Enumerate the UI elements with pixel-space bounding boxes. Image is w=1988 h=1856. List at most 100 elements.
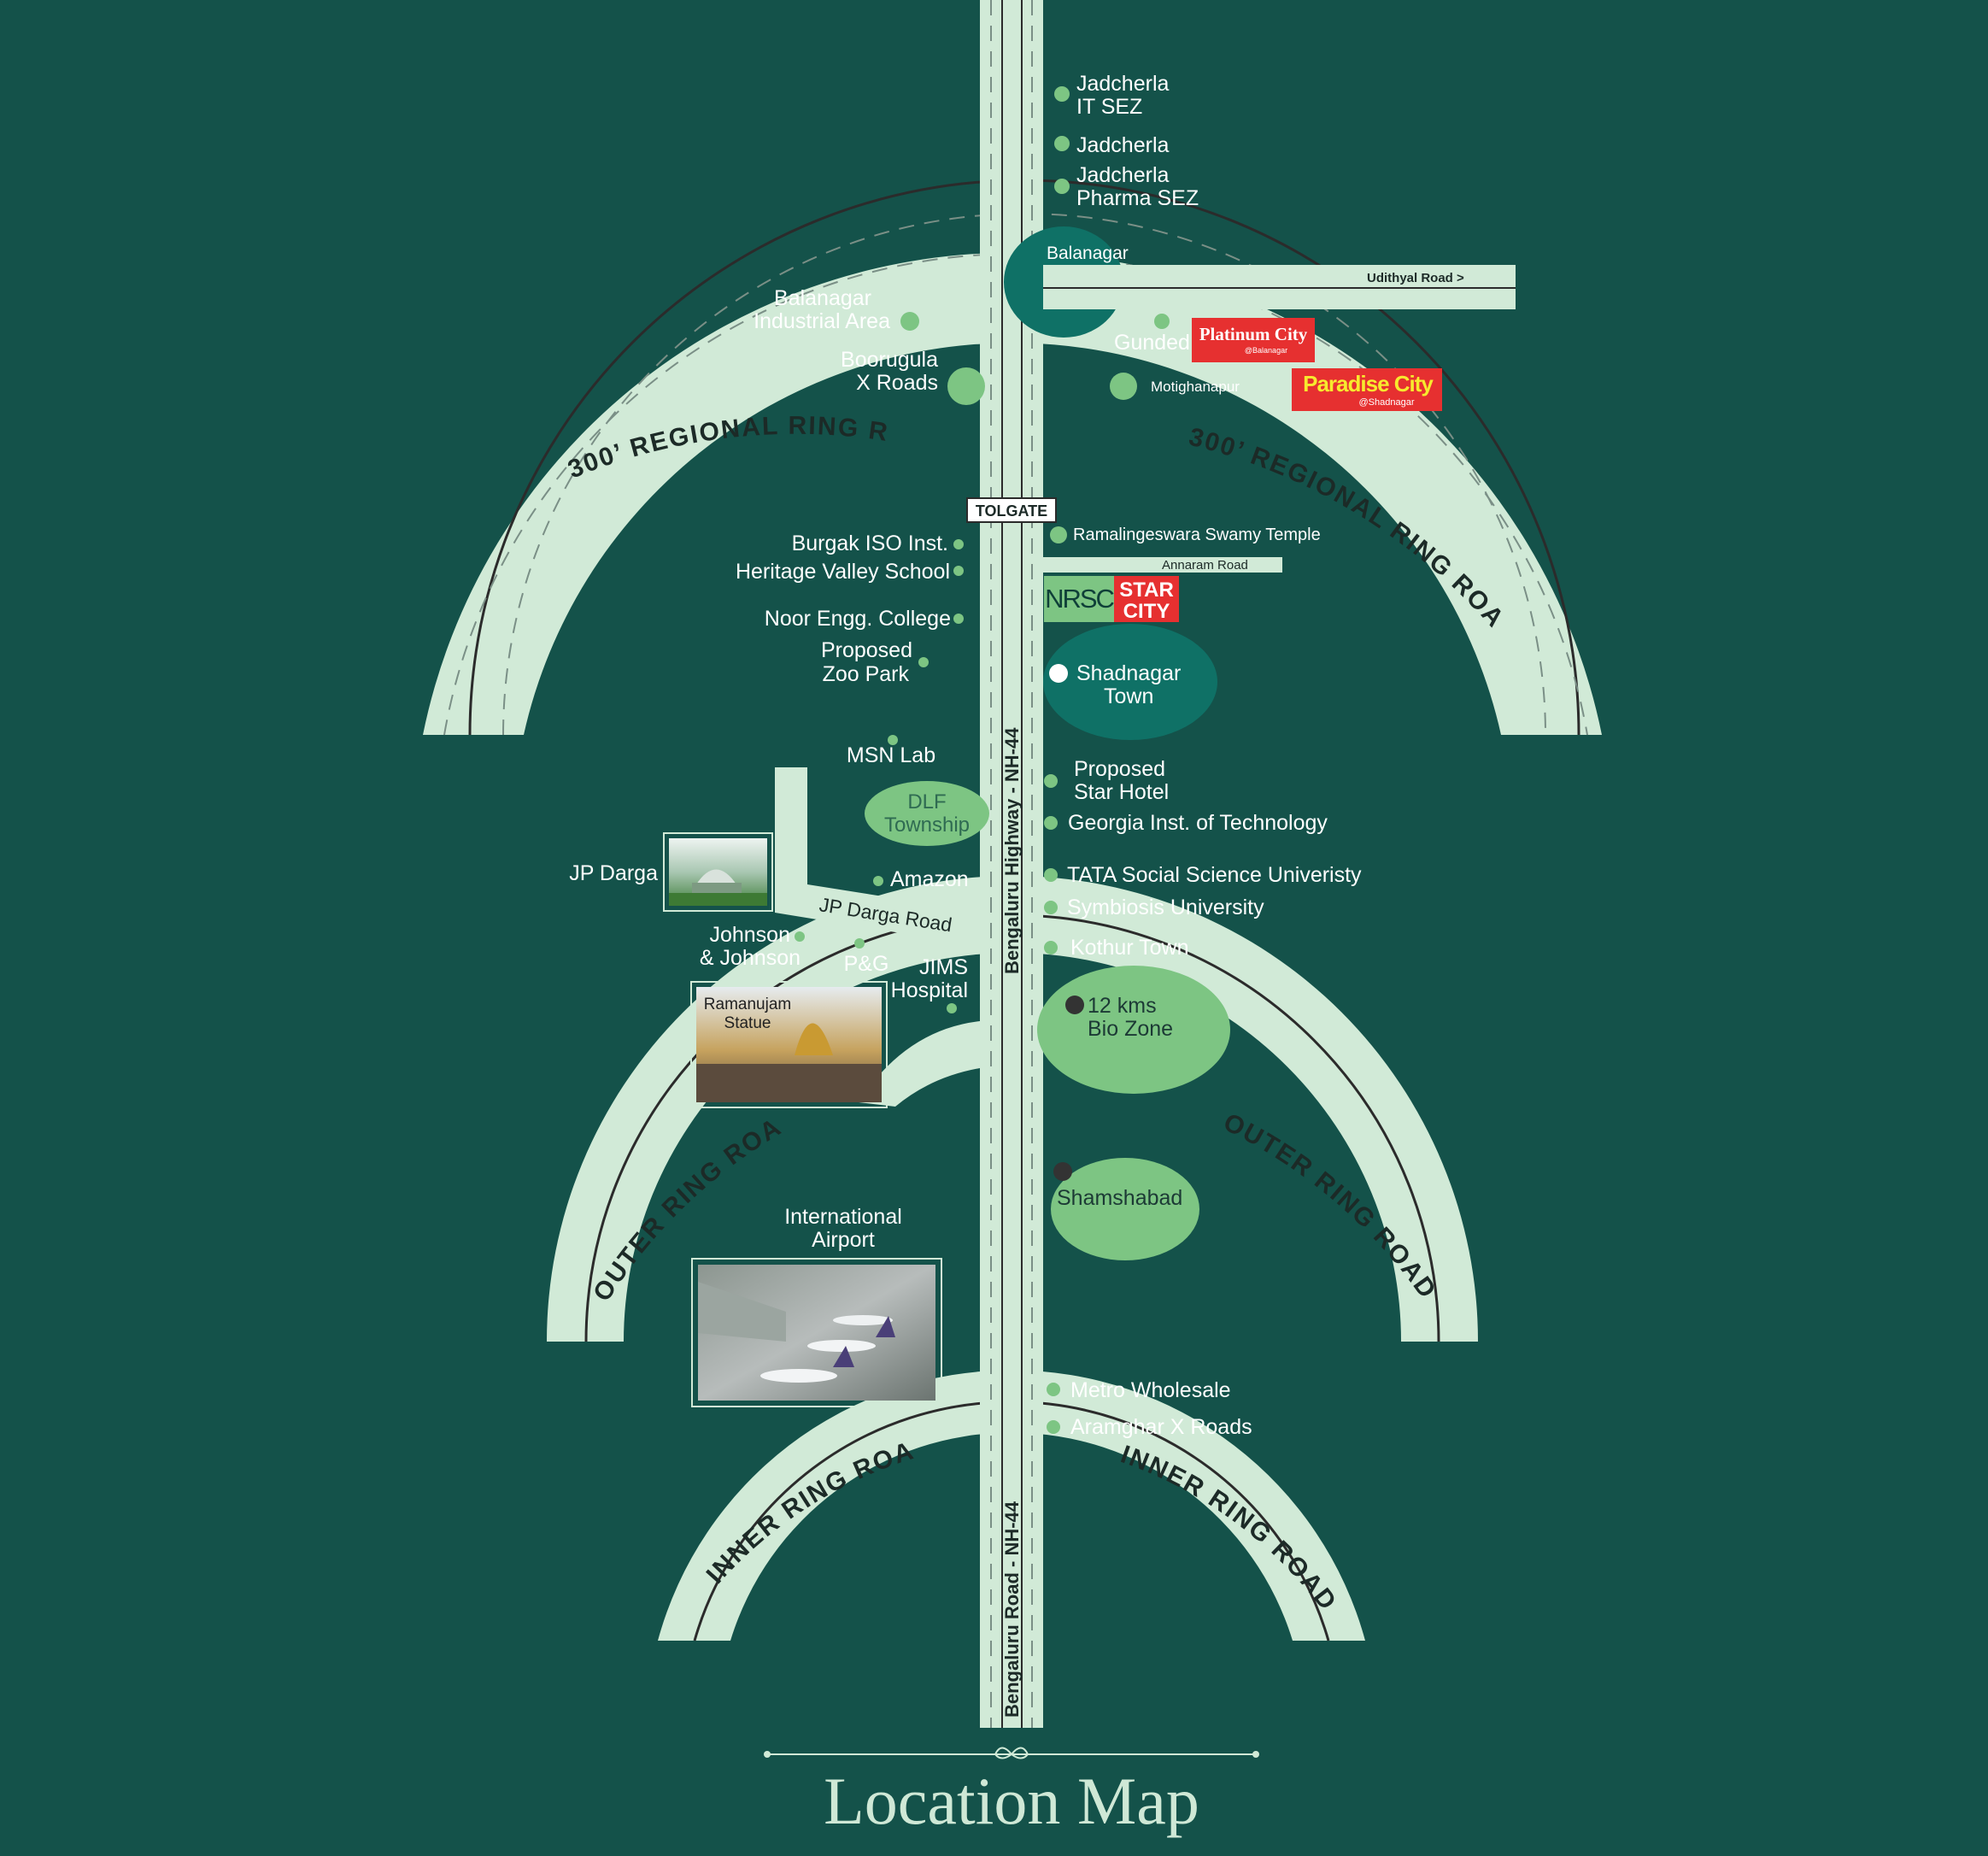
ramanujam-label-2: Statue — [724, 1014, 771, 1032]
pin-dot-icon — [854, 938, 865, 949]
pin-dot-icon — [1044, 868, 1058, 882]
annaram-road — [1043, 557, 1282, 573]
zoo-park-label-1: Proposed — [821, 638, 912, 662]
star-hotel-label-1: Proposed — [1074, 757, 1165, 781]
msn-lab-label: MSN Lab — [847, 743, 935, 767]
pin-dot-icon — [953, 566, 964, 576]
johnson-label-1: Johnson — [709, 923, 790, 947]
tolgate-label: TOLGATE — [976, 502, 1047, 520]
ramanujam-photo: Ramanujam Statue — [690, 981, 888, 1108]
pin-dot-icon — [1044, 941, 1058, 954]
pin-dot-icon — [1054, 136, 1070, 151]
pin-dot-icon — [947, 1003, 957, 1013]
pin-dot-icon — [1110, 373, 1137, 400]
paradise-city-name: Paradise City — [1303, 371, 1434, 396]
dlf-label-2: Township — [884, 813, 970, 837]
pin-dot-icon — [947, 367, 985, 405]
jp-darga-label: JP Darga — [569, 861, 658, 885]
amazon-label: Amazon — [890, 867, 969, 891]
johnson-label-2: & Johnson — [700, 946, 800, 970]
pin-dot-icon — [1054, 86, 1070, 102]
shamshabad-zone — [1051, 1158, 1199, 1260]
balanagar-label: Balanagar — [1047, 244, 1129, 263]
jadcherla-pharma-label-2: Pharma SEZ — [1076, 186, 1199, 210]
shadnagar-zone — [1043, 624, 1217, 740]
aramghar-label: Aramghar X Roads — [1070, 1415, 1252, 1439]
pin-dot-icon — [918, 657, 929, 667]
pin-dot-icon — [795, 931, 805, 942]
jims-label-1: JIMS — [919, 955, 968, 979]
bio-zone-label-1: 12 kms — [1088, 994, 1157, 1018]
annaram-road-label: Annaram Road — [1162, 558, 1248, 573]
zoo-park-label-2: Zoo Park — [823, 662, 910, 686]
pin-dot-icon — [1054, 179, 1070, 194]
nrsc-name: NRSC — [1045, 584, 1114, 614]
pin-dot-icon — [1047, 1420, 1060, 1434]
ramanujam-label-1: Ramanujam — [704, 996, 791, 1013]
pin-dot-icon — [873, 876, 883, 886]
platinum-city-sub: @Balanagar — [1245, 346, 1287, 355]
jadcherla-it-sez-label-1: Jadcherla — [1076, 72, 1169, 96]
boorugula-label-1: Boorugula — [841, 348, 938, 372]
jims-label-2: Hospital — [891, 978, 968, 1002]
udithyal-road-label: Udithyal Road > — [1367, 271, 1464, 285]
bio-zone-label-2: Bio Zone — [1088, 1017, 1173, 1041]
pin-dot-icon — [953, 614, 964, 624]
pin-dot-icon — [1044, 901, 1058, 914]
balanagar-industrial-label-2: Industrial Area — [754, 309, 890, 333]
airport-label-1: International — [784, 1205, 902, 1229]
pg-label: P&G — [844, 952, 889, 976]
jp-darga-photo — [663, 832, 773, 912]
pin-dot-icon — [1049, 664, 1068, 683]
balanagar-industrial-label-1: Balanagar — [774, 286, 871, 310]
tolgate-box — [966, 497, 1057, 523]
metro-label: Metro Wholesale — [1070, 1378, 1231, 1402]
burgak-label: Burgak ISO Inst. — [792, 532, 948, 555]
pin-dot-icon — [888, 735, 898, 745]
airport-photo — [691, 1258, 942, 1407]
tata-label: TATA Social Science Univeristy — [1067, 863, 1362, 887]
pin-dot-icon — [900, 312, 919, 331]
dlf-zone — [865, 781, 989, 846]
boorugula-label-2: X Roads — [856, 371, 938, 395]
gunded-label: Gunded — [1114, 331, 1190, 355]
platinum-city-name: Platinum City — [1199, 324, 1308, 344]
place-markers — [795, 86, 1170, 1434]
dlf-label-1: DLF — [907, 790, 946, 813]
pin-dot-icon — [1044, 816, 1058, 830]
jp-darga-road — [775, 767, 980, 946]
kothur-label: Kothur Town — [1070, 936, 1189, 960]
shamshabad-label: Shamshabad — [1057, 1186, 1182, 1210]
motighanapur-label: Motighanapur — [1151, 379, 1240, 395]
jadcherla-label: Jadcherla — [1076, 133, 1169, 157]
nh44-road-label: Bengaluru Road - NH-44 — [1001, 1501, 1023, 1718]
nh44-highway-label: Bengaluru Highway - NH-44 — [1001, 727, 1023, 974]
pin-dot-icon — [953, 539, 964, 549]
star-city-name-1: STAR — [1119, 579, 1174, 602]
leaf-ornament-icon — [994, 1747, 1029, 1759]
shadnagar-label-1: Shadnagar — [1076, 661, 1181, 685]
paradise-city-logo: Paradise City @Shadnagar — [1292, 368, 1442, 411]
jadcherla-it-sez-label-2: IT SEZ — [1076, 95, 1142, 119]
shadnagar-label-2: Town — [1104, 684, 1153, 708]
paradise-city-sub: @Shadnagar — [1359, 397, 1415, 408]
pin-dot-icon — [1047, 1383, 1060, 1396]
star-city-name-2: CITY — [1123, 600, 1170, 623]
star-hotel-label-2: Star Hotel — [1074, 780, 1169, 804]
page-title: Location Map — [824, 1764, 1199, 1838]
pin-dot-icon — [1154, 314, 1170, 329]
jadcherla-pharma-label-1: Jadcherla — [1076, 163, 1169, 187]
connector-road — [859, 1021, 980, 1107]
pin-dot-icon — [1050, 526, 1067, 543]
pin-dot-icon — [1065, 996, 1084, 1014]
georgia-label: Georgia Inst. of Technology — [1068, 811, 1328, 835]
symbiosis-label: Symbiosis University — [1067, 896, 1264, 919]
platinum-city-logo: Platinum City @Balanagar — [1192, 318, 1315, 362]
heritage-label: Heritage Valley School — [736, 560, 950, 584]
pin-dot-icon — [1044, 774, 1058, 788]
nrsc-star-city-logo: NRSC STAR CITY — [1044, 576, 1179, 623]
title-ornament — [764, 1747, 1259, 1759]
airport-label-2: Airport — [812, 1228, 875, 1252]
pin-dot-icon — [1053, 1162, 1072, 1181]
